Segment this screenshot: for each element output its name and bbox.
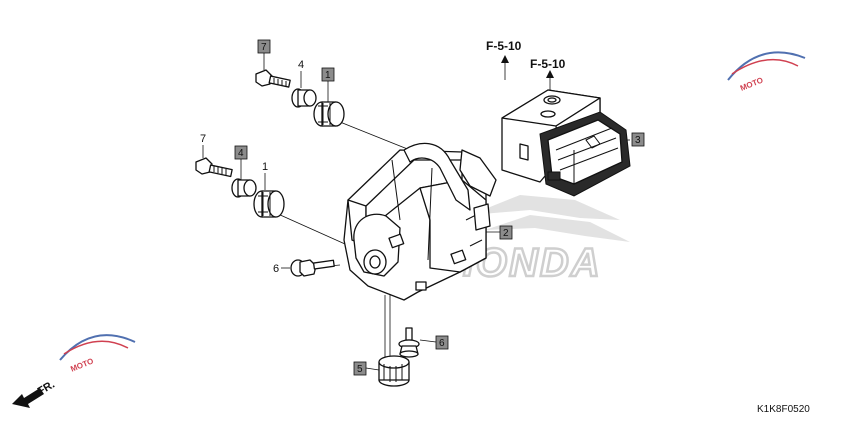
callout-box-3: 3 (631, 132, 645, 147)
moto-logo-text: MOTO (69, 356, 94, 373)
ref-arrow-a (501, 55, 509, 63)
diagram-code: K1K8F0520 (757, 404, 810, 415)
collar-upper (291, 88, 317, 108)
label-part-4-top: 4 (298, 59, 304, 71)
callout-box-5: 5 (353, 361, 380, 376)
callout-box-4-left: 4 (234, 145, 248, 180)
abs-modulator (501, 89, 631, 197)
callout-box-6-bottom: 6 (435, 335, 449, 350)
abs-bracket (343, 142, 497, 301)
callout-1-top-text: 1 (325, 70, 331, 81)
callout-6-bottom-text: 6 (439, 338, 445, 349)
grommet-left (253, 190, 285, 218)
flange-bolt-left (290, 259, 335, 277)
front-direction-marker: FR. (12, 379, 57, 408)
callout-5-text: 5 (357, 364, 363, 375)
bolt-upper (255, 69, 291, 88)
label-part-1-left: 1 (262, 161, 268, 173)
reference-label-a: F-5-10 (486, 39, 522, 53)
label-part-7-left: 7 (200, 133, 206, 145)
flange-bolt-bottom (398, 327, 420, 358)
moto-logo-top-right: MOTO (727, 51, 806, 93)
callout-box-7-top: 7 (257, 39, 271, 70)
collar-left (231, 178, 257, 198)
moto-logo-bottom-left: MOTO (59, 334, 136, 374)
callout-4-left-text: 4 (238, 148, 244, 159)
grommet-upper (313, 101, 345, 127)
callout-7-top-text: 7 (261, 42, 267, 53)
front-marker-text: FR. (36, 379, 57, 398)
reference-label-b: F-5-10 (530, 57, 566, 71)
callout-2-text: 2 (503, 228, 509, 239)
callout-3-text: 3 (635, 135, 641, 146)
ref-arrow-b (546, 70, 554, 78)
grommet-bottom (378, 355, 410, 387)
callout-box-1-top: 1 (321, 67, 335, 102)
front-arrow-icon (12, 388, 44, 408)
label-part-6-left: 6 (273, 263, 279, 275)
honda-wing-logo (470, 195, 630, 242)
bolt-left (195, 157, 233, 178)
callout-box-2: 2 (499, 225, 513, 240)
moto-logo-text: MOTO (739, 76, 764, 93)
